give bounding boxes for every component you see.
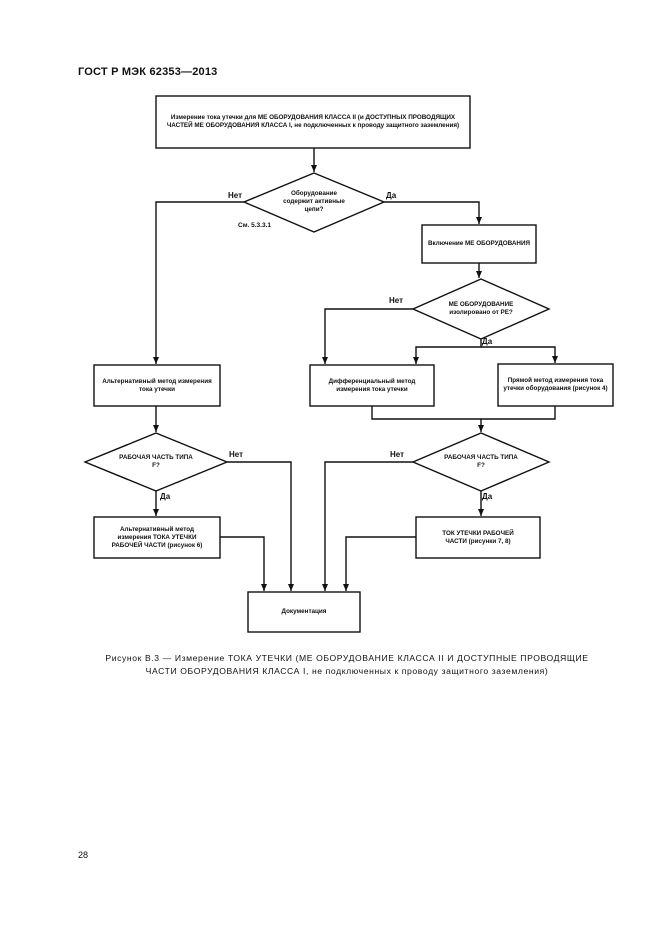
connector	[227, 461, 294, 591]
connector	[481, 346, 558, 363]
connector	[481, 406, 556, 420]
caption-line-1: Рисунок В.3 — Измерение ТОКА УТЕЧКИ (МЕ …	[105, 653, 589, 663]
documentation-text: Документация	[281, 608, 327, 615]
connector	[220, 536, 267, 591]
decision-type-f-right-text: РАБОЧАЯ ЧАСТЬ ТИПА F?	[444, 454, 518, 469]
label-yes: Да	[482, 492, 493, 501]
reference-5-3-3-1: См. 5.3.3.1	[238, 222, 271, 229]
switch-on-text: Включение МЕ ОБОРУДОВАНИЯ	[428, 240, 530, 247]
page-number: 28	[78, 850, 89, 860]
label-no: Нет	[229, 450, 244, 459]
label-yes: Да	[386, 191, 397, 200]
decision-type-f-left-text: РАБОЧАЯ ЧАСТЬ ТИПА F?	[119, 454, 193, 469]
decision-active-circuits	[242, 172, 386, 233]
connector	[343, 536, 416, 591]
label-no: Нет	[389, 296, 404, 305]
start-box	[155, 95, 471, 149]
document-header: ГОСТ Р МЭК 62353—2013	[78, 66, 218, 78]
connector	[413, 339, 482, 364]
alt-method-equipment-text: Альтернативный метод измерения тока утеч…	[102, 377, 212, 393]
label-yes: Да	[482, 337, 493, 346]
alt-method-equipment-box	[93, 364, 221, 407]
connector	[371, 406, 484, 432]
caption-line-2: ЧАСТИ ОБОРУДОВАНИЯ КЛАССА I, не подключе…	[145, 666, 549, 676]
documentation-box	[247, 591, 361, 633]
figure-caption: Рисунок В.3 — Измерение ТОКА УТЕЧКИ (МЕ …	[78, 652, 616, 678]
label-no: Нет	[228, 191, 243, 200]
label-yes: Да	[160, 492, 171, 501]
diff-method-text: Дифференциальный метод измерения тока ут…	[328, 377, 416, 393]
decision-isolated-pe-text: МЕ ОБОРУДОВАНИЕ изолировано от РЕ?	[448, 301, 514, 316]
connector	[322, 461, 413, 591]
connector	[322, 308, 413, 364]
decision-active-circuits-text: Оборудование содержит активные цепи?	[283, 190, 345, 213]
label-no: Нет	[390, 450, 405, 459]
direct-method-text: Прямой метод измерения тока утечки обору…	[503, 377, 608, 392]
connector	[384, 201, 482, 224]
connector	[153, 201, 244, 364]
applied-part-leakage-text: ТОК УТЕЧКИ РАБОЧЕЙ ЧАСТИ (рисунки 7, 8)	[442, 529, 514, 545]
alt-method-applied-part-text: Альтернативный метод измерения ТОКА УТЕЧ…	[111, 525, 203, 549]
start-box-text: Измерение тока утечки для МЕ ОБОРУДОВАНИ…	[166, 114, 460, 129]
